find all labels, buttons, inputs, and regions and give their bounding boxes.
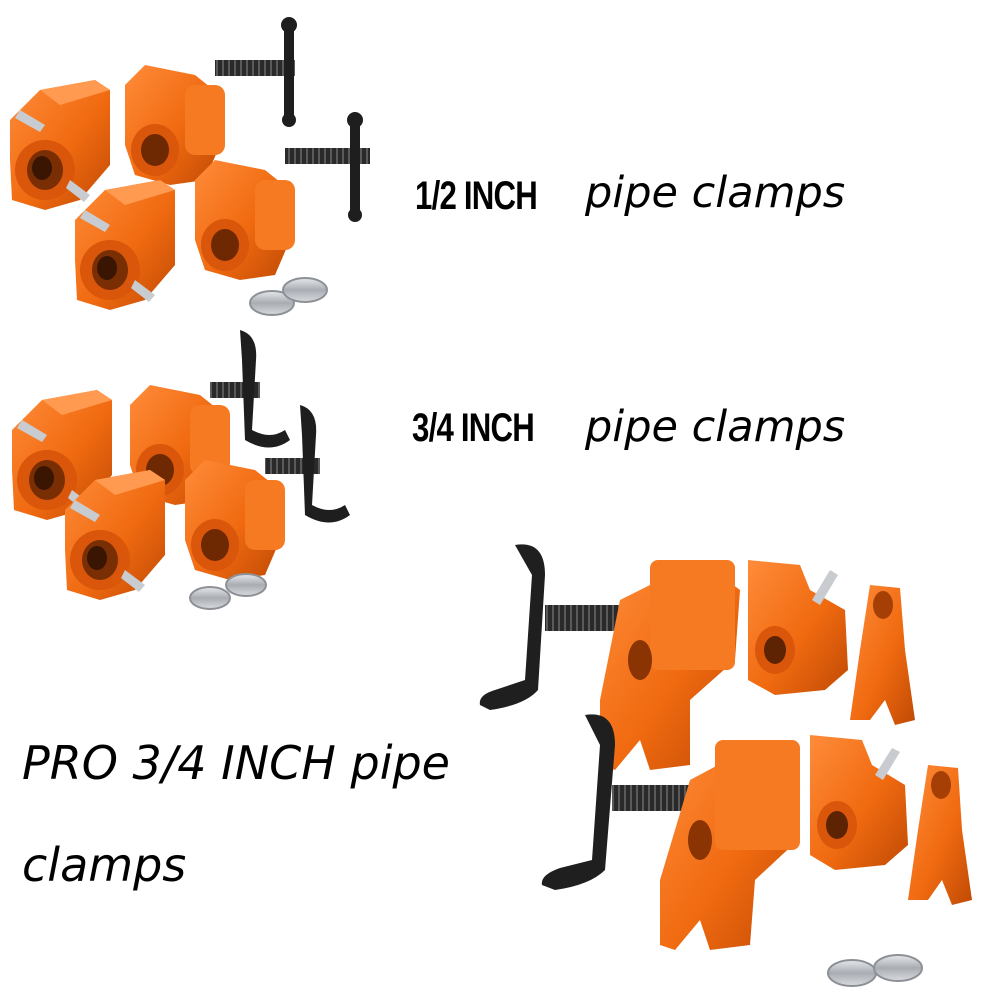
pro-clamp-label-line1: PRO 3/4 INCH pipe <box>22 736 450 790</box>
pro-clamp-label-line2: clamps <box>22 838 187 892</box>
half-inch-description-label: pipe clamps <box>585 168 846 218</box>
three-quarter-inch-clamp-set <box>12 330 350 610</box>
half-inch-clamp-set <box>10 17 370 316</box>
half-inch-size-label: 1/2 INCH <box>415 174 538 218</box>
three-quarter-inch-size-label: 3/4 INCH <box>412 406 535 450</box>
pro-three-quarter-inch-clamp-set <box>479 544 972 987</box>
three-quarter-inch-description-label: pipe clamps <box>585 402 846 452</box>
